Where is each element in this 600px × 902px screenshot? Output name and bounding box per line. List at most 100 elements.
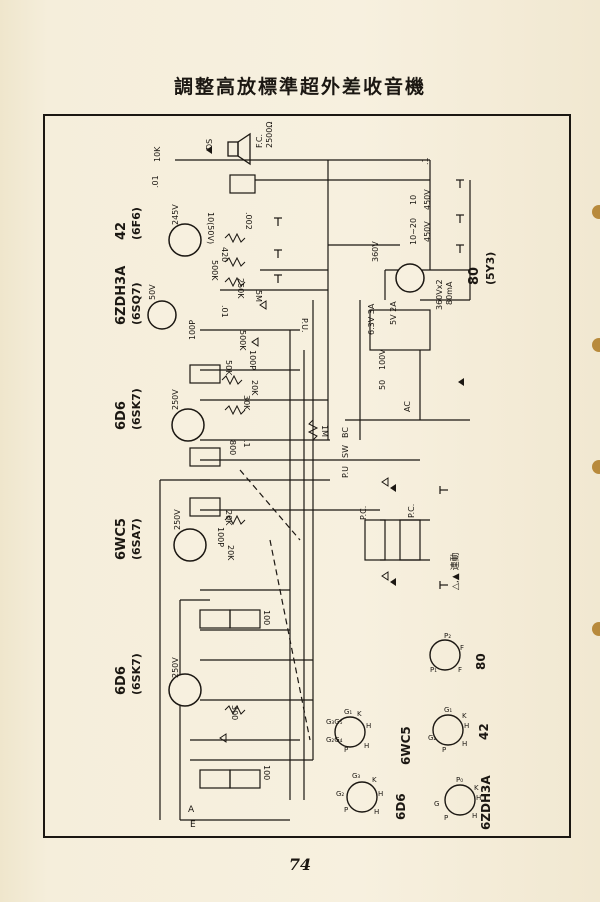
label-t50: 50 bbox=[378, 380, 387, 390]
label-r100: 100 bbox=[262, 610, 271, 625]
base-42 bbox=[432, 714, 464, 746]
voltage-6wc5: 250V bbox=[173, 509, 182, 530]
tube-6zdh3a bbox=[147, 300, 177, 330]
pin-6zdh-p: P bbox=[444, 814, 448, 822]
base-label-6wc5: 6WC5 bbox=[399, 726, 413, 765]
label-r500k-a: 500K bbox=[210, 260, 219, 281]
pin-42-k: K bbox=[462, 712, 467, 720]
label-pu-top: P.U. bbox=[300, 318, 309, 333]
tube-80 bbox=[395, 263, 425, 293]
pin-6d6-g2: G₂ bbox=[336, 790, 344, 798]
tube-6d6-rf bbox=[168, 673, 202, 707]
tube-6d6-if bbox=[171, 408, 205, 442]
pin-6wc5-g1: G₁ bbox=[344, 708, 352, 716]
label-r30k: 30K bbox=[242, 395, 251, 411]
base-label-6d6: 6D6 bbox=[394, 793, 408, 820]
ground-symbols bbox=[274, 179, 464, 589]
voltage-6d6-if: 250V bbox=[171, 389, 180, 410]
voltage-42: 245V bbox=[171, 204, 180, 225]
binding-hole bbox=[592, 205, 600, 219]
trim-markers bbox=[206, 146, 464, 586]
pin-6wc5-h1: H bbox=[366, 722, 371, 730]
label-c100p-c: 100P bbox=[216, 527, 225, 547]
label-pc: P.C. bbox=[359, 506, 368, 520]
pin-6wc5-k: K bbox=[357, 710, 362, 718]
pin-80-p2: P₂ bbox=[444, 632, 451, 640]
tube-alt-6zdh3a: (6SQ7) bbox=[130, 282, 143, 325]
trim-markers-open bbox=[219, 300, 389, 743]
label-r20k: 20K bbox=[250, 380, 259, 396]
tube-label-6wc5: 6WC5 bbox=[114, 518, 129, 560]
pin-42-h1: H bbox=[464, 722, 469, 730]
voltage-6zdh3a: 50V bbox=[148, 284, 157, 300]
label-v360x2: 360Vx2 bbox=[435, 279, 444, 310]
label-c10-50: 10(50V) bbox=[206, 212, 215, 244]
label-v5: 5V 2A bbox=[389, 301, 398, 325]
label-r20k-b: 20K bbox=[224, 510, 233, 526]
label-pu: P.U bbox=[341, 466, 350, 478]
label-10k: 10K bbox=[153, 146, 162, 162]
label-ab-note: △,▲ 連動 bbox=[449, 552, 461, 590]
label-r500k-b: 500K bbox=[238, 330, 247, 351]
pin-6d6-p: P bbox=[344, 806, 348, 814]
label-v100: 100V bbox=[378, 349, 387, 370]
tube-alt-6d6-rf: (6SK7) bbox=[130, 653, 143, 695]
voltage-6d6-rf: 250V bbox=[171, 657, 180, 678]
label-ant-e: E bbox=[190, 820, 196, 830]
label-c10-20: 10~20 bbox=[409, 218, 418, 245]
base-6d6 bbox=[346, 781, 378, 813]
tube-label-6d6-rf: 6D6 bbox=[114, 666, 129, 695]
page-title: 調整高放標準超外差收音機 bbox=[173, 76, 426, 98]
label-c002: .002 bbox=[244, 212, 253, 230]
pin-42-g1: G₁ bbox=[444, 706, 452, 714]
pin-6d6-h1: H bbox=[378, 790, 383, 798]
speaker-icon bbox=[227, 132, 251, 166]
label-c100p: 100P bbox=[188, 320, 197, 340]
pin-42-g2: G₂ bbox=[428, 734, 436, 742]
label-bc: BC bbox=[341, 427, 350, 438]
base-6wc5 bbox=[334, 716, 366, 748]
pin-6wc5-g24: G₂G₄ bbox=[326, 736, 343, 744]
label-v63: 6.3V 3A bbox=[367, 303, 376, 335]
label-ds: DS bbox=[205, 139, 214, 150]
wiring bbox=[159, 159, 471, 821]
binding-hole bbox=[592, 460, 600, 474]
pin-6d6-g3: G₃ bbox=[352, 772, 360, 780]
pin-6wc5-g35: G₃G₅ bbox=[326, 718, 343, 726]
pin-6zdh-h1: H bbox=[476, 794, 481, 802]
pin-6zdh-p0: P₀ bbox=[456, 776, 463, 784]
binding-hole bbox=[592, 338, 600, 352]
tube-6wc5 bbox=[173, 528, 207, 562]
label-r5m: 5M bbox=[254, 290, 263, 302]
label-r300: 300 bbox=[230, 705, 239, 720]
page-number: 74 bbox=[288, 855, 312, 874]
pin-42-p: P bbox=[442, 746, 446, 754]
label-c1: .1 bbox=[242, 440, 251, 448]
label-r800: 800 bbox=[228, 440, 237, 455]
tube-bases bbox=[334, 639, 476, 816]
tube-42 bbox=[168, 223, 202, 257]
base-80 bbox=[429, 639, 461, 671]
tube-label-80: 80 bbox=[467, 267, 482, 285]
base-6zdh3a bbox=[444, 784, 476, 816]
tube-label-6zdh3a: 6ZDH3A bbox=[114, 266, 129, 325]
label-c1-pwr: .1 bbox=[421, 157, 430, 165]
label-c10: 10 bbox=[409, 195, 418, 205]
label-c100p-b: 100P bbox=[248, 350, 257, 370]
pin-6d6-h2: H bbox=[374, 808, 379, 816]
diagram-frame bbox=[43, 114, 571, 838]
label-c01: .01 bbox=[151, 175, 160, 188]
label-v450b: 450V bbox=[423, 221, 432, 242]
voltage-80: 360V bbox=[371, 241, 380, 262]
label-pc2: P.C. bbox=[407, 504, 416, 518]
binding-hole bbox=[592, 622, 600, 636]
label-v450: 450V bbox=[423, 189, 432, 210]
label-r50k: 50K bbox=[224, 360, 233, 376]
pin-6zdh-h2: H bbox=[472, 812, 477, 820]
pin-6wc5-p: P bbox=[344, 746, 348, 754]
label-sw: SW bbox=[341, 445, 350, 458]
pin-6d6-k: K bbox=[372, 776, 377, 784]
tube-alt-6wc5: (6SA7) bbox=[130, 518, 143, 560]
